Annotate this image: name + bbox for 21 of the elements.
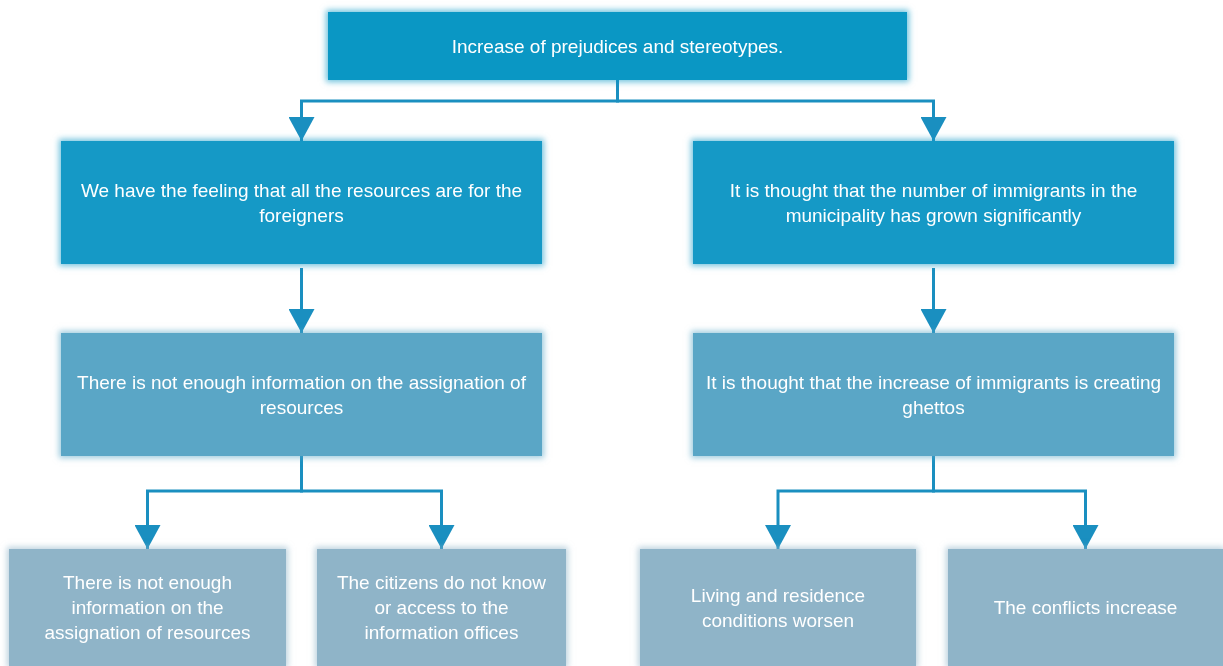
- box-text: There is not enough information on the assignation of resources: [76, 370, 527, 420]
- box-text: The conflicts increase: [993, 596, 1178, 620]
- box-text: The citizens do not know or access to the information offices: [335, 571, 548, 645]
- process-box: [640, 549, 916, 666]
- process-box: [317, 549, 566, 666]
- box-text: There is not enough information on the assignation of resources: [43, 571, 252, 645]
- arrow: [288, 268, 315, 333]
- arrow: [920, 268, 947, 333]
- box-text: It is thought that the number of immigrants in the municipality has grown significantly: [728, 178, 1139, 228]
- process-box: [693, 333, 1174, 456]
- process-box: [9, 549, 286, 666]
- arrow: [616, 80, 947, 141]
- box-text: Living and residence conditions worsen: [689, 583, 867, 633]
- process-box: [61, 333, 542, 456]
- box-text: It is thought that the increase of immigrants is creating ghettos: [705, 370, 1162, 420]
- process-box: [328, 12, 907, 80]
- process-box: [948, 549, 1223, 666]
- box-text: We have the feeling that all the resources are for the foreigners: [79, 178, 524, 228]
- box-text: Increase of prejudices and stereotypes.: [451, 34, 784, 59]
- process-box: [693, 141, 1174, 264]
- process-box: [61, 141, 542, 264]
